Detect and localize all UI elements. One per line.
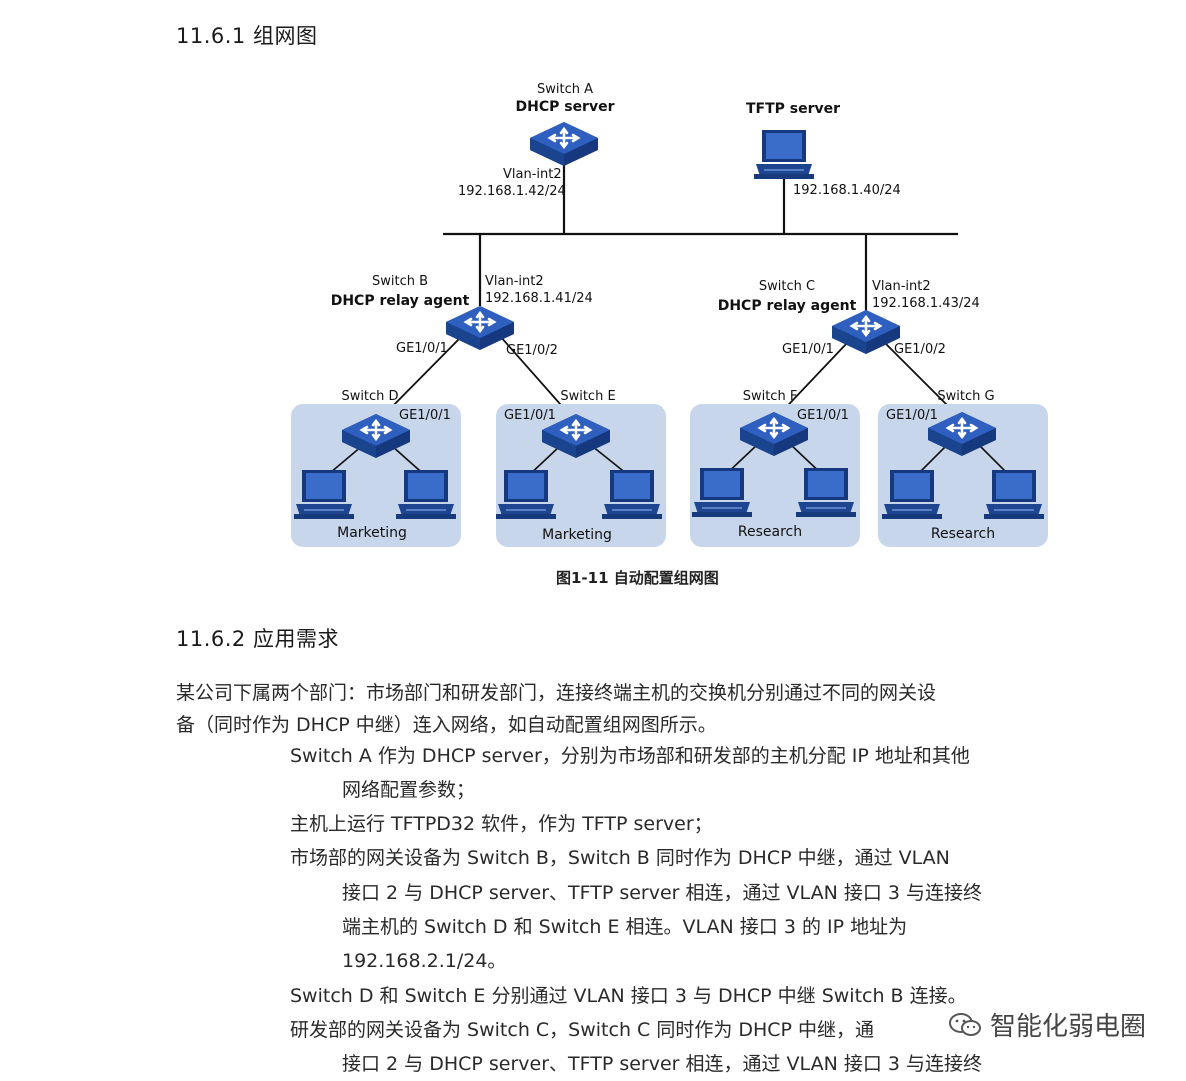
switch-a-role: DHCP server: [515, 99, 614, 115]
switch-d-name: Switch D: [341, 389, 398, 404]
network-topology-diagram: Switch A DHCP server Vlan-int2 192.168.1…: [291, 82, 1048, 547]
pc-icon: [881, 469, 943, 520]
switch-a-icon: [528, 120, 600, 168]
switch-b-ip: 192.168.1.41/24: [485, 291, 593, 306]
switch-c-name: Switch C: [759, 279, 815, 294]
tftp-server-ip: 192.168.1.40/24: [793, 183, 901, 198]
switch-d-port: GE1/0/1: [399, 408, 451, 423]
paragraph-line: 研发部的网关设备为 Switch C，Switch C 同时作为 DHCP 中继…: [290, 1019, 875, 1041]
paragraph-line: 主机上运行 TFTPD32 软件，作为 TFTP server；: [290, 813, 713, 835]
paragraph-line: 192.168.2.1/24。: [342, 950, 507, 972]
group-label-marketing: Marketing: [337, 525, 407, 541]
pc-icon: [495, 469, 557, 520]
switch-c-port2: GE1/0/2: [894, 342, 946, 357]
group-label-research: Research: [738, 524, 802, 540]
pc-icon: [795, 467, 857, 518]
paragraph-line: 端主机的 Switch D 和 Switch E 相连。VLAN 接口 3 的 …: [342, 916, 908, 938]
pc-icon: [691, 467, 753, 518]
paragraph-line: 接口 2 与 DHCP server、TFTP server 相连，通过 VLA…: [342, 1053, 982, 1075]
switch-b-role: DHCP relay agent: [331, 293, 470, 309]
section-title-requirements: 11.6.2 应用需求: [176, 627, 339, 651]
switch-f-name: Switch F: [743, 389, 798, 404]
switch-e-name: Switch E: [560, 389, 615, 404]
switch-f-port: GE1/0/1: [797, 408, 849, 423]
switch-a-iface: Vlan-int2: [503, 167, 562, 182]
switch-b-iface: Vlan-int2: [485, 274, 544, 289]
switch-e-port: GE1/0/1: [504, 408, 556, 423]
section-title-topology: 11.6.1 组网图: [176, 24, 318, 48]
group-label-marketing: Marketing: [542, 527, 612, 543]
switch-g-name: Switch G: [937, 389, 994, 404]
paragraph-line: 备（同时作为 DHCP 中继）连入网络，如自动配置组网图所示。: [176, 714, 717, 736]
watermark: 智能化弱电圈: [948, 1006, 1146, 1043]
pc-icon: [983, 469, 1045, 520]
tftp-server-pc-icon: [753, 129, 815, 180]
switch-b-name: Switch B: [372, 274, 428, 289]
wechat-icon: [948, 1012, 981, 1036]
paragraph-line: 市场部的网关设备为 Switch B，Switch B 同时作为 DHCP 中继…: [290, 847, 950, 869]
paragraph-line: 网络配置参数；: [342, 779, 476, 801]
pc-icon: [293, 469, 355, 520]
figure-caption: 图1-11 自动配置组网图: [556, 569, 719, 587]
tftp-server-role: TFTP server: [746, 101, 840, 117]
switch-c-ip: 192.168.1.43/24: [872, 296, 980, 311]
switch-b-icon: [444, 304, 516, 352]
group-label-research: Research: [931, 526, 995, 542]
paragraph-line: Switch A 作为 DHCP server，分别为市场部和研发部的主机分配 …: [290, 745, 970, 767]
watermark-text: 智能化弱电圈: [989, 1012, 1146, 1042]
switch-a-name: Switch A: [537, 82, 593, 97]
switch-g-port: GE1/0/1: [886, 408, 938, 423]
pc-icon: [395, 469, 457, 520]
switch-c-port1: GE1/0/1: [782, 342, 834, 357]
switch-b-port2: GE1/0/2: [506, 343, 558, 358]
switch-a-ip: 192.168.1.42/24: [458, 184, 566, 199]
switch-b-port1: GE1/0/1: [396, 341, 448, 356]
switch-c-role: DHCP relay agent: [718, 298, 857, 314]
paragraph-line: Switch D 和 Switch E 分别通过 VLAN 接口 3 与 DHC…: [290, 985, 967, 1007]
paragraph-line: 某公司下属两个部门：市场部门和研发部门，连接终端主机的交换机分别通过不同的网关设: [176, 682, 937, 704]
switch-c-iface: Vlan-int2: [872, 279, 931, 294]
pc-icon: [601, 469, 663, 520]
paragraph-line: 接口 2 与 DHCP server、TFTP server 相连，通过 VLA…: [342, 882, 982, 904]
